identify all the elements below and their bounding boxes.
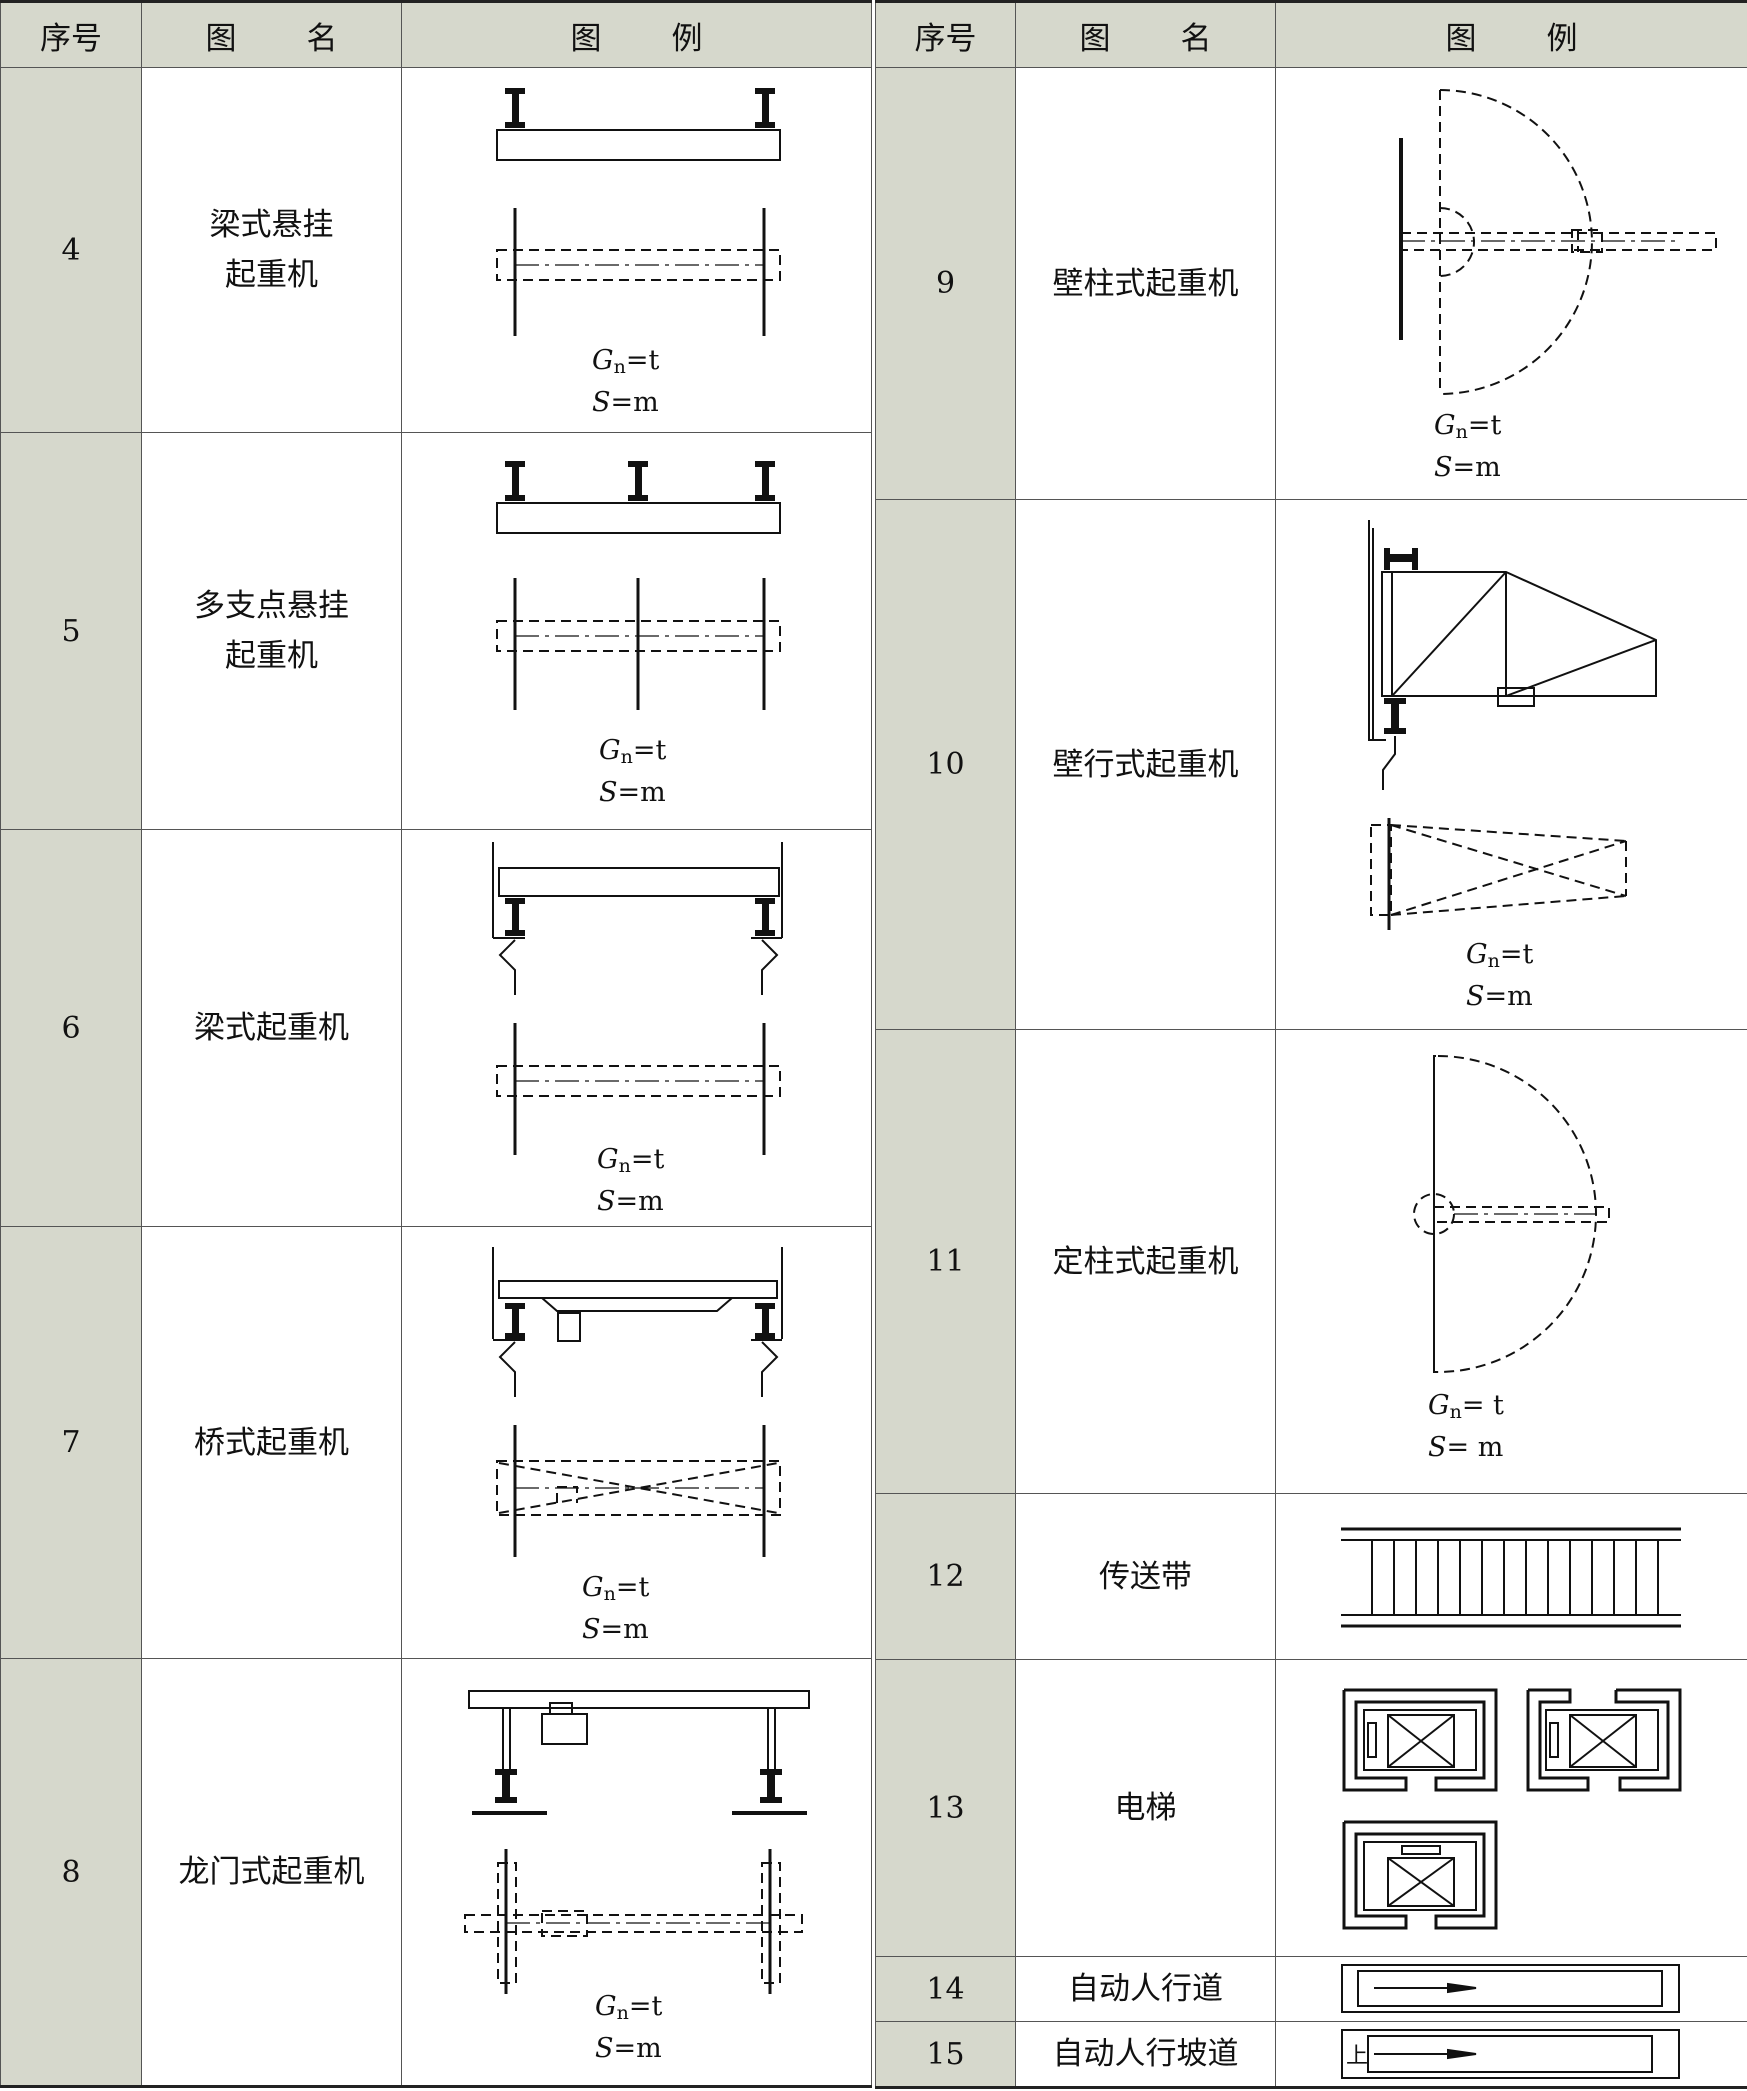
row-title: 梁式起重机 (141, 829, 402, 1227)
pillar-jib-crane-symbol (1413, 1055, 1610, 1373)
table-row: 12 传送带 (875, 1493, 1747, 1660)
legend-cell (1275, 1493, 1747, 1660)
table-row: 4 梁式悬挂起重机 Gn=t S=m (0, 67, 872, 433)
conveyor-belt-symbol (1341, 1527, 1681, 1628)
multi-point-suspension-crane-symbol (496, 461, 781, 710)
left-symbol-table: 序号 图名 图例 4 梁式悬挂起重机 (0, 0, 872, 2088)
elevator-plan-2 (1526, 1688, 1682, 1792)
header-legend: 图例 (401, 1, 872, 68)
row-number: 12 (875, 1493, 1016, 1660)
table-row: 7 桥式起重机 (0, 1226, 872, 1659)
row-number: 5 (0, 432, 142, 830)
elevator-plan-1 (1342, 1688, 1498, 1792)
rating-formula: Gn=t S=m (582, 1572, 650, 1645)
up-label: 上 (1346, 2044, 1369, 2069)
legend-cell: 上 (1275, 2021, 1747, 2088)
row-title: 多支点悬挂起重机 (141, 432, 402, 830)
rating-formula: Gn=t S=m (597, 1144, 665, 1217)
legend-cell: Gn=t S=m (1275, 499, 1747, 1030)
row-title: 壁行式起重机 (1015, 499, 1276, 1030)
rating-formula: Gn=t S=m (599, 735, 667, 808)
gantry-crane-symbol (464, 1690, 810, 1994)
moving-ramp-symbol (1341, 2029, 1680, 2079)
beam-suspension-crane-symbol (496, 88, 781, 336)
elevator-symbol (1342, 1688, 1682, 1930)
row-title: 梁式悬挂起重机 (141, 67, 402, 433)
table-row: 8 龙门式起重机 (0, 1658, 872, 2087)
rating-formula: Gn=t S=m (1466, 939, 1534, 1012)
row-number: 8 (0, 1658, 142, 2087)
row-title: 传送带 (1015, 1493, 1276, 1660)
legend-cell: Gn=t S=m (1275, 67, 1747, 500)
row-number: 11 (875, 1029, 1016, 1494)
row-title: 自动人行道 (1015, 1956, 1276, 2022)
legend-cell: Gn=t S=m (401, 432, 872, 830)
header-legend: 图例 (1275, 1, 1747, 68)
table-row: 13 电梯 (875, 1659, 1747, 1957)
table-row: 15 自动人行坡道 上 (875, 2021, 1747, 2088)
row-title: 定柱式起重机 (1015, 1029, 1276, 1494)
table-row: 5 多支点悬挂起重机 Gn=t (0, 432, 872, 830)
legend-cell (1275, 1659, 1747, 1957)
row-title: 壁柱式起重机 (1015, 67, 1276, 500)
row-title: 自动人行坡道 (1015, 2021, 1276, 2088)
beam-crane-symbol (492, 842, 783, 1155)
moving-walkway-symbol (1341, 1964, 1680, 2013)
row-number: 13 (875, 1659, 1016, 1957)
elevator-plan-3 (1342, 1820, 1498, 1930)
row-number: 6 (0, 829, 142, 1227)
header-name: 图名 (1015, 1, 1276, 68)
header-row: 序号 图名 图例 (0, 1, 872, 68)
table-row: 11 定柱式起重机 Gn= t S= m (875, 1029, 1747, 1494)
right-symbol-table: 序号 图名 图例 9 壁柱式起重机 (875, 0, 1747, 2089)
table-row: 14 自动人行道 (875, 1956, 1747, 2022)
wall-traveling-crane-symbol (1368, 520, 1657, 930)
wall-jib-crane-symbol (1399, 89, 1717, 395)
legend-cell: Gn=t S=m (401, 67, 872, 433)
row-title: 龙门式起重机 (141, 1658, 402, 2087)
table-row: 6 梁式起重机 (0, 829, 872, 1227)
legend-cell (1275, 1956, 1747, 2022)
row-title: 桥式起重机 (141, 1226, 402, 1659)
row-title: 电梯 (1015, 1659, 1276, 1957)
row-number: 4 (0, 67, 142, 433)
legend-cell: Gn=t S=m (401, 829, 872, 1227)
bridge-crane-symbol (492, 1247, 783, 1557)
legend-cell: Gn=t S=m (401, 1658, 872, 2087)
rating-formula: Gn=t S=m (595, 1991, 663, 2064)
header-no: 序号 (875, 1, 1016, 68)
rating-formula: Gn= t S= m (1428, 1390, 1504, 1463)
row-number: 10 (875, 499, 1016, 1030)
rating-formula: Gn=t S=m (592, 345, 660, 418)
table-row: 10 壁行式起重机 (875, 499, 1747, 1030)
header-row: 序号 图名 图例 (875, 1, 1747, 68)
row-number: 15 (875, 2021, 1016, 2088)
row-number: 7 (0, 1226, 142, 1659)
rating-formula: Gn=t S=m (1434, 410, 1502, 483)
header-name: 图名 (141, 1, 402, 68)
row-number: 9 (875, 67, 1016, 500)
legend-cell: Gn= t S= m (1275, 1029, 1747, 1494)
row-number: 14 (875, 1956, 1016, 2022)
legend-cell: Gn=t S=m (401, 1226, 872, 1659)
table-row: 9 壁柱式起重机 Gn=t S=m (875, 67, 1747, 500)
header-no: 序号 (0, 1, 142, 68)
